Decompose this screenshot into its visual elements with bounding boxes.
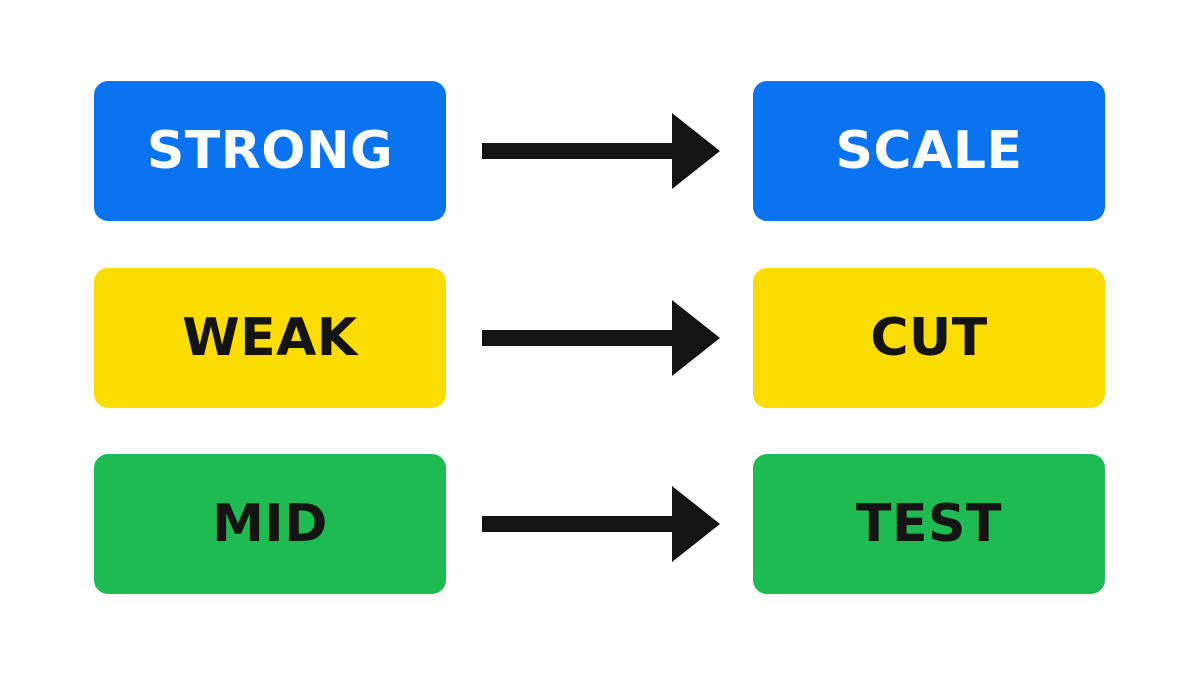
box-scale: SCALE [753, 81, 1105, 221]
box-test: TEST [753, 454, 1105, 594]
box-cut: CUT [753, 268, 1105, 408]
box-weak: WEAK [94, 268, 446, 408]
arrow-right-icon [482, 113, 720, 189]
box-cut-label: CUT [870, 308, 988, 368]
box-scale-label: SCALE [835, 121, 1023, 181]
box-strong: STRONG [94, 81, 446, 221]
box-strong-label: STRONG [146, 121, 394, 181]
box-mid: MID [94, 454, 446, 594]
box-test-label: TEST [856, 494, 1002, 554]
arrow-right-icon [482, 486, 720, 562]
arrow-right-icon [482, 300, 720, 376]
box-mid-label: MID [212, 494, 328, 554]
box-weak-label: WEAK [182, 308, 358, 368]
